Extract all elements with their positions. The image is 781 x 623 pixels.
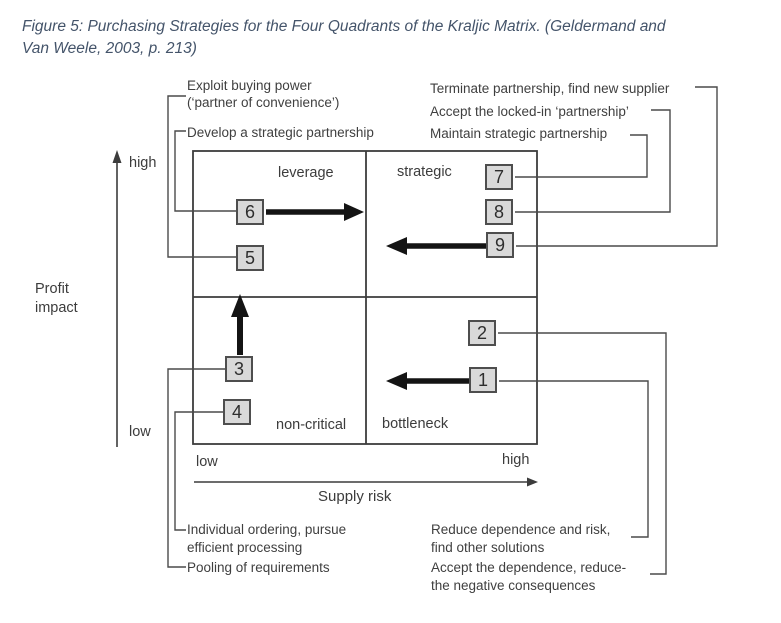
x-axis-arrowhead-icon	[527, 477, 538, 487]
annotation-terminate-partnership: Terminate partnership, find new supplier	[430, 81, 670, 96]
strategy-box-6: 6	[236, 199, 264, 225]
annotation-individual-line1: Individual ordering, pursue	[187, 522, 347, 537]
y-axis-low-label: low	[129, 424, 151, 440]
quadrant-label-bottleneck: bottleneck	[382, 416, 449, 432]
connector-box1-to-reduce-dependence	[499, 380, 649, 538]
figure-caption-line1: Figure 5: Purchasing Strategies for the …	[22, 18, 666, 35]
strategy-box-2: 2	[468, 320, 496, 346]
arrow-box1-into-bottleneck-head-icon	[386, 372, 407, 390]
annotation-individual-line2: efficient processing	[187, 540, 303, 555]
arrow-box3-to-leverage-head-icon	[231, 294, 249, 317]
annotation-pooling-requirements: Pooling of requirements	[187, 560, 330, 575]
connector-exploit-to-box5	[167, 95, 236, 258]
figure-caption-line2: Van Weele, 2003, p. 213)	[22, 40, 197, 57]
annotation-reduce-dependence: Reduce dependence and risk, find other s…	[431, 521, 610, 557]
annotation-maintain-partnership: Maintain strategic partnership	[430, 126, 608, 141]
annotation-reduce-line2: find other solutions	[431, 540, 545, 555]
arrow-box9-into-strategic-head-icon	[386, 237, 407, 255]
quadrant-label-non-critical: non-critical	[276, 417, 347, 433]
connector-box2-to-accept-dependence	[498, 332, 667, 575]
annotation-accept-line2: the negative consequences	[431, 578, 596, 593]
connector-box9-to-terminate	[516, 86, 718, 247]
y-axis-title-line2: impact	[35, 300, 78, 316]
strategy-box-4: 4	[223, 399, 251, 425]
annotation-exploit-buying-power: Exploit buying power (‘partner of conven…	[187, 77, 339, 111]
connector-box8-to-locked-in	[515, 109, 671, 213]
connector-develop-to-box6	[174, 130, 236, 212]
strategy-box-5: 5	[236, 245, 264, 271]
y-axis-title: Profit impact	[35, 280, 78, 318]
connector-pooling-to-box3	[167, 368, 225, 568]
x-axis-title: Supply risk	[318, 488, 392, 505]
strategy-box-7: 7	[485, 164, 513, 190]
annotation-develop-partnership: Develop a strategic partnership	[187, 125, 374, 140]
figure-caption: Figure 5: Purchasing Strategies for the …	[22, 16, 767, 60]
quadrant-label-leverage: leverage	[278, 165, 334, 181]
strategy-box-3: 3	[225, 356, 253, 382]
x-axis-high-label: high	[502, 452, 530, 468]
connector-individual-to-box4	[174, 411, 223, 531]
annotation-reduce-line1: Reduce dependence and risk,	[431, 522, 611, 537]
annotation-exploit-line1: Exploit buying power	[187, 78, 312, 93]
annotation-individual-ordering: Individual ordering, pursue efficient pr…	[187, 521, 346, 557]
annotation-accept-dependence: Accept the dependence, reduce- the negat…	[431, 559, 626, 595]
strategy-box-1: 1	[469, 367, 497, 393]
strategy-box-9: 9	[486, 232, 514, 258]
y-axis-title-line1: Profit	[35, 281, 69, 297]
y-axis-arrowhead-icon	[112, 150, 122, 163]
annotation-exploit-line2: (‘partner of convenience’)	[187, 95, 340, 110]
x-axis-low-label: low	[196, 454, 218, 470]
quadrant-label-strategic: strategic	[397, 164, 452, 180]
arrow-box6-to-strategic-head-icon	[344, 203, 364, 221]
annotation-locked-in-partnership: Accept the locked-in ‘partnership’	[430, 104, 629, 119]
y-axis-high-label: high	[129, 155, 157, 171]
annotation-accept-line1: Accept the dependence, reduce-	[431, 560, 627, 575]
connector-box7-to-maintain	[515, 134, 648, 178]
strategy-box-8: 8	[485, 199, 513, 225]
